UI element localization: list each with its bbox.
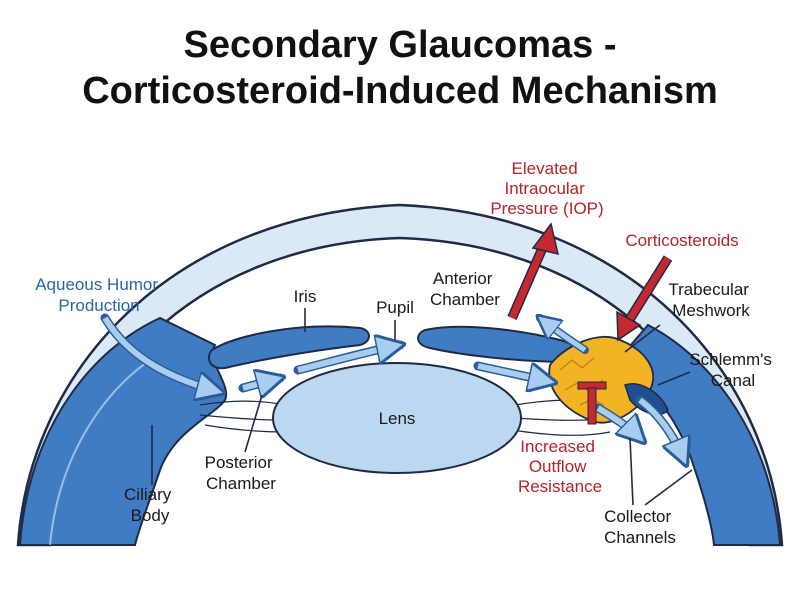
elevated-iop-arrowhead — [531, 222, 560, 256]
label-trabecular-meshwork: Trabecular Meshwork — [668, 280, 753, 320]
label-ciliary-body: Ciliary Body — [124, 485, 176, 525]
flow-arrow-icon — [477, 366, 552, 382]
blockage-icon — [577, 381, 607, 425]
label-pupil: Pupil — [376, 298, 414, 317]
iris-left — [207, 325, 370, 370]
label-iris: Iris — [294, 287, 317, 306]
corticosteroids-arrowhead — [616, 310, 642, 342]
label-posterior-chamber: Posterior Chamber — [205, 453, 278, 493]
flow-arrow-icon — [297, 345, 400, 373]
label-anterior-chamber: Anterior Chamber — [430, 269, 500, 309]
flow-arrow-icon — [540, 318, 587, 353]
title-line-2: Corticosteroid-Induced Mechanism — [82, 70, 718, 112]
label-aqueous-humor: Aqueous Humor Production — [35, 275, 163, 315]
flow-arrow-icon — [242, 378, 280, 388]
flow-arrow-icon — [102, 316, 220, 392]
leader-lines — [151, 308, 693, 506]
left-sclera-ciliary — [18, 316, 228, 546]
label-lens: Lens — [379, 409, 416, 428]
label-elevated-iop: Elevated Intraocular Pressure (IOP) — [490, 159, 603, 218]
label-corticosteroids: Corticosteroids — [625, 231, 738, 250]
flow-arrow-icon — [638, 397, 685, 462]
schlemms-canal — [624, 383, 669, 416]
aqueous-flow-arrows — [100, 316, 685, 462]
flow-arrow-icon — [596, 405, 642, 440]
cornea-sclera — [16, 203, 784, 547]
label-increased-outflow: Increased Outflow Resistance — [518, 437, 602, 496]
label-schlemms-canal: Schlemm's Canal — [689, 350, 776, 390]
page-title: Secondary Glaucomas - Corticosteroid-Ind… — [0, 22, 800, 114]
red-arrows — [507, 222, 673, 425]
title-line-1: Secondary Glaucomas - — [183, 24, 617, 66]
label-collector-channels: Collector Channels — [604, 507, 676, 547]
